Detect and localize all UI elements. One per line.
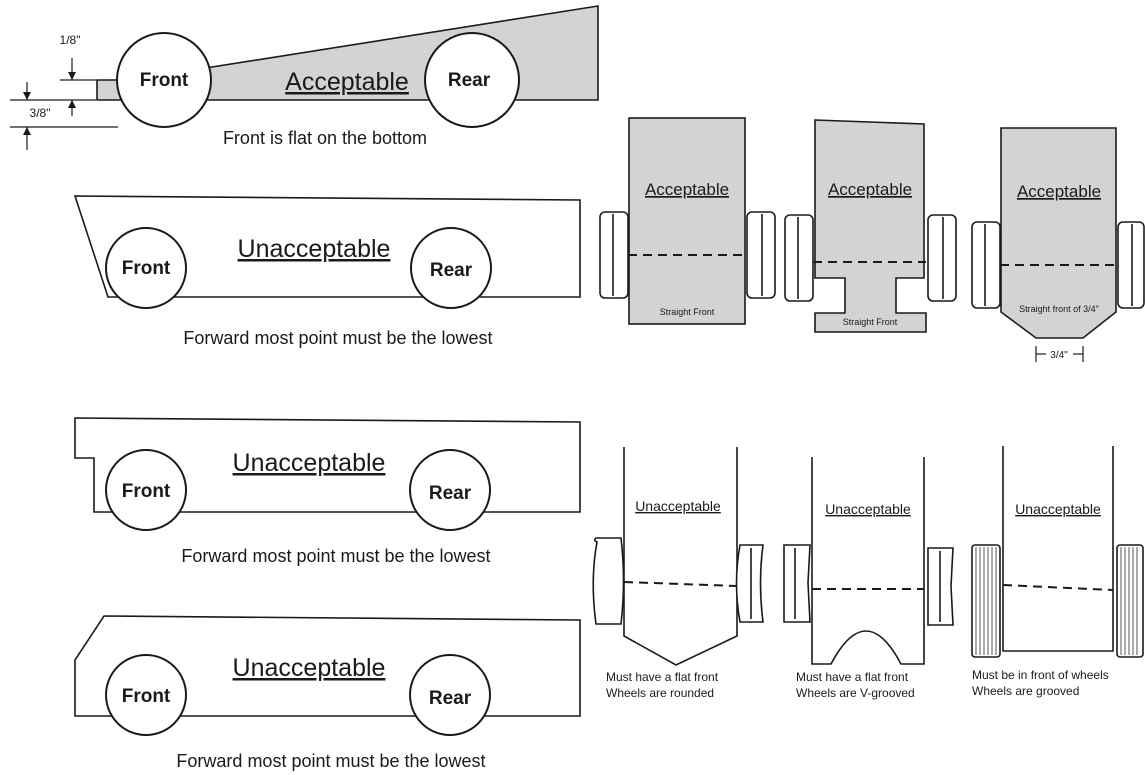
side-view-acceptable: Front Rear Acceptable Front is flat on t… bbox=[10, 5, 599, 150]
right-wheel-grooves bbox=[1120, 547, 1138, 655]
three-quarter-label: 3/4" bbox=[1050, 350, 1068, 361]
left-wheel-grooves bbox=[975, 547, 997, 655]
right-wheel bbox=[746, 211, 776, 299]
caption: Forward most point must be the lowest bbox=[176, 751, 485, 771]
front-wheel bbox=[105, 654, 187, 736]
acceptable-label: Acceptable bbox=[828, 180, 912, 199]
rear-wheel bbox=[409, 654, 491, 736]
rear-label: Rear bbox=[430, 260, 473, 281]
straight-front-note: Straight front of 3/4" bbox=[1019, 304, 1099, 314]
right-wheel bbox=[1117, 221, 1145, 309]
car-body bbox=[623, 447, 738, 666]
unacceptable-label: Unacceptable bbox=[825, 501, 911, 517]
unacceptable-label: Unacceptable bbox=[1015, 501, 1101, 517]
three-quarter-dimension bbox=[1035, 346, 1084, 362]
unacceptable-label: Unacceptable bbox=[635, 498, 721, 514]
caption-line-2: Wheels are V-grooved bbox=[796, 686, 915, 700]
unacceptable-label: Unacceptable bbox=[233, 654, 386, 682]
car-body bbox=[811, 457, 925, 665]
dimension-marks bbox=[10, 58, 118, 150]
top-view-acceptable-1: Acceptable Straight Front bbox=[599, 117, 776, 325]
left-wheel bbox=[592, 537, 625, 625]
side-view-unacceptable-2: Front Rear Unacceptable Forward most poi… bbox=[74, 417, 581, 566]
front-label: Front bbox=[122, 481, 171, 502]
unacceptable-label: Unacceptable bbox=[238, 235, 391, 263]
straight-front-note: Straight Front bbox=[843, 317, 898, 327]
axle-line bbox=[1002, 584, 1114, 591]
front-label: Front bbox=[140, 70, 189, 91]
car-body bbox=[1000, 127, 1117, 339]
axle-line bbox=[623, 581, 738, 587]
caption-line-1: Must have a flat front bbox=[796, 670, 909, 684]
top-view-acceptable-2: Acceptable Straight Front bbox=[784, 119, 957, 333]
right-wheel bbox=[927, 214, 957, 302]
top-view-unacceptable-1: Unacceptable Must have a flat front Whee… bbox=[592, 447, 764, 700]
right-wheel bbox=[735, 544, 764, 623]
dimension-one-eighth: 1/8" bbox=[60, 33, 81, 47]
rear-label: Rear bbox=[429, 688, 472, 709]
left-wheel bbox=[783, 544, 811, 623]
caption-line-1: Must have a flat front bbox=[606, 670, 719, 684]
top-view-acceptable-3: Acceptable Straight front of 3/4" 3/4" bbox=[971, 127, 1145, 362]
straight-front-note: Straight Front bbox=[660, 307, 715, 317]
caption-line-1: Must be in front of wheels bbox=[972, 668, 1109, 682]
car-body bbox=[628, 117, 746, 325]
unacceptable-label: Unacceptable bbox=[233, 449, 386, 477]
acceptable-label: Acceptable bbox=[285, 68, 409, 96]
side-view-unacceptable-1: Front Rear Unacceptable Forward most poi… bbox=[73, 195, 581, 348]
rear-wheel bbox=[410, 227, 492, 309]
caption: Forward most point must be the lowest bbox=[181, 546, 490, 566]
front-wheel bbox=[105, 227, 187, 309]
left-wheel bbox=[971, 221, 1001, 309]
rear-label: Rear bbox=[429, 483, 472, 504]
acceptable-label: Acceptable bbox=[645, 180, 729, 199]
rear-wheel bbox=[424, 32, 520, 128]
front-wheel bbox=[116, 32, 212, 128]
dimension-three-eighths: 3/8" bbox=[30, 106, 51, 120]
side-view-unacceptable-3: Front Rear Unacceptable Forward most poi… bbox=[74, 615, 581, 771]
top-view-unacceptable-3: Unacceptable Must be in front of wheels … bbox=[971, 446, 1144, 698]
acceptable-caption: Front is flat on the bottom bbox=[223, 128, 427, 148]
top-view-unacceptable-2: Unacceptable Must have a flat front Whee… bbox=[783, 457, 954, 700]
front-wheel bbox=[105, 449, 187, 531]
front-label: Front bbox=[122, 258, 171, 279]
caption-line-2: Wheels are rounded bbox=[606, 686, 714, 700]
rear-wheel bbox=[409, 449, 491, 531]
left-wheel bbox=[599, 211, 629, 299]
rear-label: Rear bbox=[448, 70, 491, 91]
front-label: Front bbox=[122, 686, 171, 707]
left-wheel bbox=[784, 214, 814, 302]
left-wheel bbox=[971, 544, 1001, 658]
car-body bbox=[1002, 446, 1114, 652]
car-body bbox=[814, 119, 927, 333]
caption: Forward most point must be the lowest bbox=[183, 328, 492, 348]
acceptable-label: Acceptable bbox=[1017, 182, 1101, 201]
caption-line-2: Wheels are grooved bbox=[972, 684, 1079, 698]
